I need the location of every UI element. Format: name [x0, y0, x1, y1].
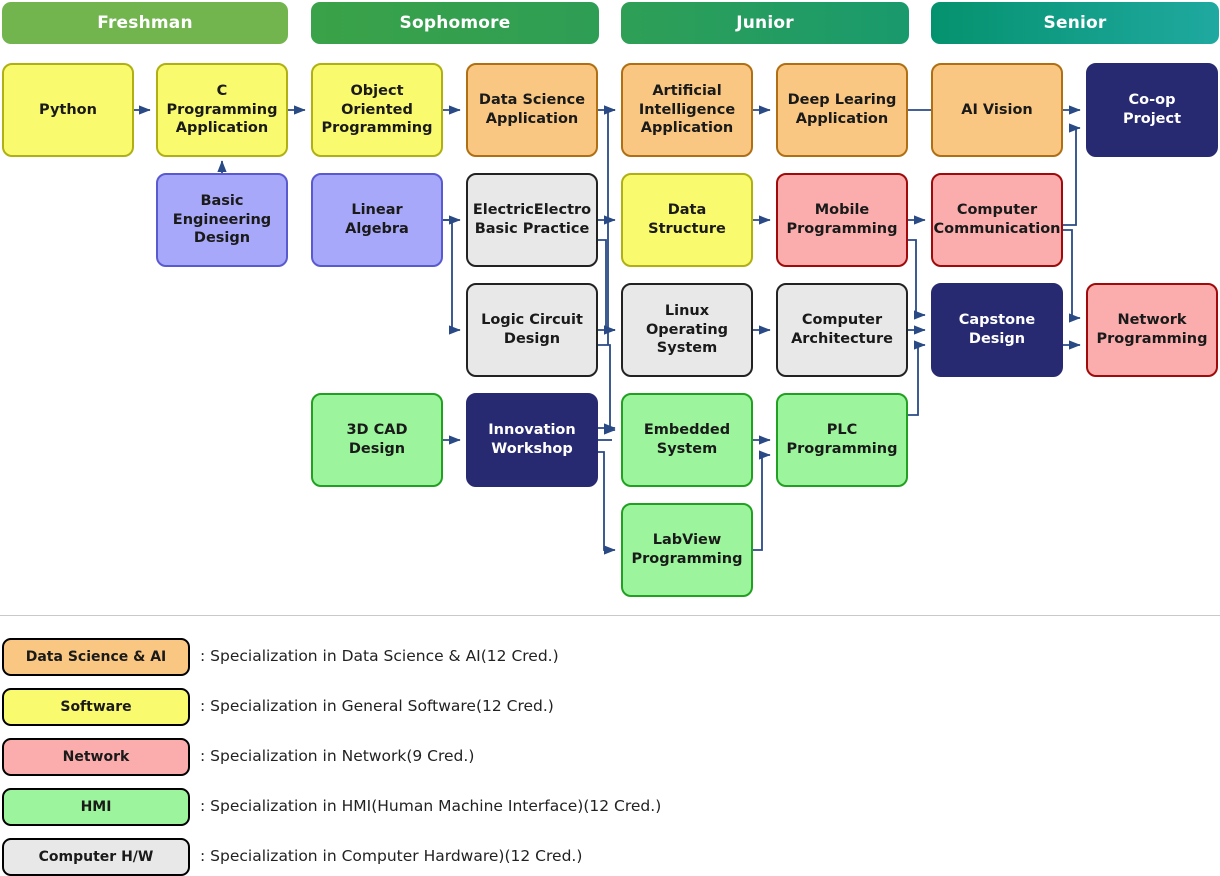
- legend-swatch-c-hmi[interactable]: HMI: [2, 788, 190, 826]
- legend-swatch-c-sw[interactable]: Software: [2, 688, 190, 726]
- year-header-freshman: Freshman: [2, 2, 288, 44]
- legend-row: Data Science & AI : Specialization in Dat…: [0, 638, 1220, 678]
- legend-description: : Specialization in Data Science & AI(12…: [200, 647, 559, 665]
- course-node-python[interactable]: Python: [2, 63, 134, 157]
- legend-divider: [0, 615, 1220, 616]
- legend-swatch-c-ds[interactable]: Data Science & AI: [2, 638, 190, 676]
- course-node-aivision[interactable]: AI Vision: [931, 63, 1063, 157]
- course-node-label: AI Vision: [961, 101, 1033, 118]
- legend-swatch-c-nw[interactable]: Network: [2, 738, 190, 776]
- legend-description: : Specialization in HMI(Human Machine In…: [200, 797, 662, 815]
- legend-row: Network : Specialization in Network(9 Cre…: [0, 738, 1220, 778]
- legend-row: Software : Specialization in General Soft…: [0, 688, 1220, 728]
- year-header-sophomore: Sophomore: [311, 2, 599, 44]
- legend-description: : Specialization in General Software(12 …: [200, 697, 554, 715]
- year-header-junior: Junior: [621, 2, 909, 44]
- legend-row: HMI : Specialization in HMI(Human Machine…: [0, 788, 1220, 828]
- legend-swatch-c-hw[interactable]: Computer H/W: [2, 838, 190, 876]
- legend-description: : Specialization in Network(9 Cred.): [200, 747, 475, 765]
- legend-row: Computer H/W : Specialization in Computer…: [0, 838, 1220, 876]
- year-header-senior: Senior: [931, 2, 1219, 44]
- course-node-label: Python: [39, 101, 97, 118]
- legend-description: : Specialization in Computer Hardware)(1…: [200, 847, 583, 865]
